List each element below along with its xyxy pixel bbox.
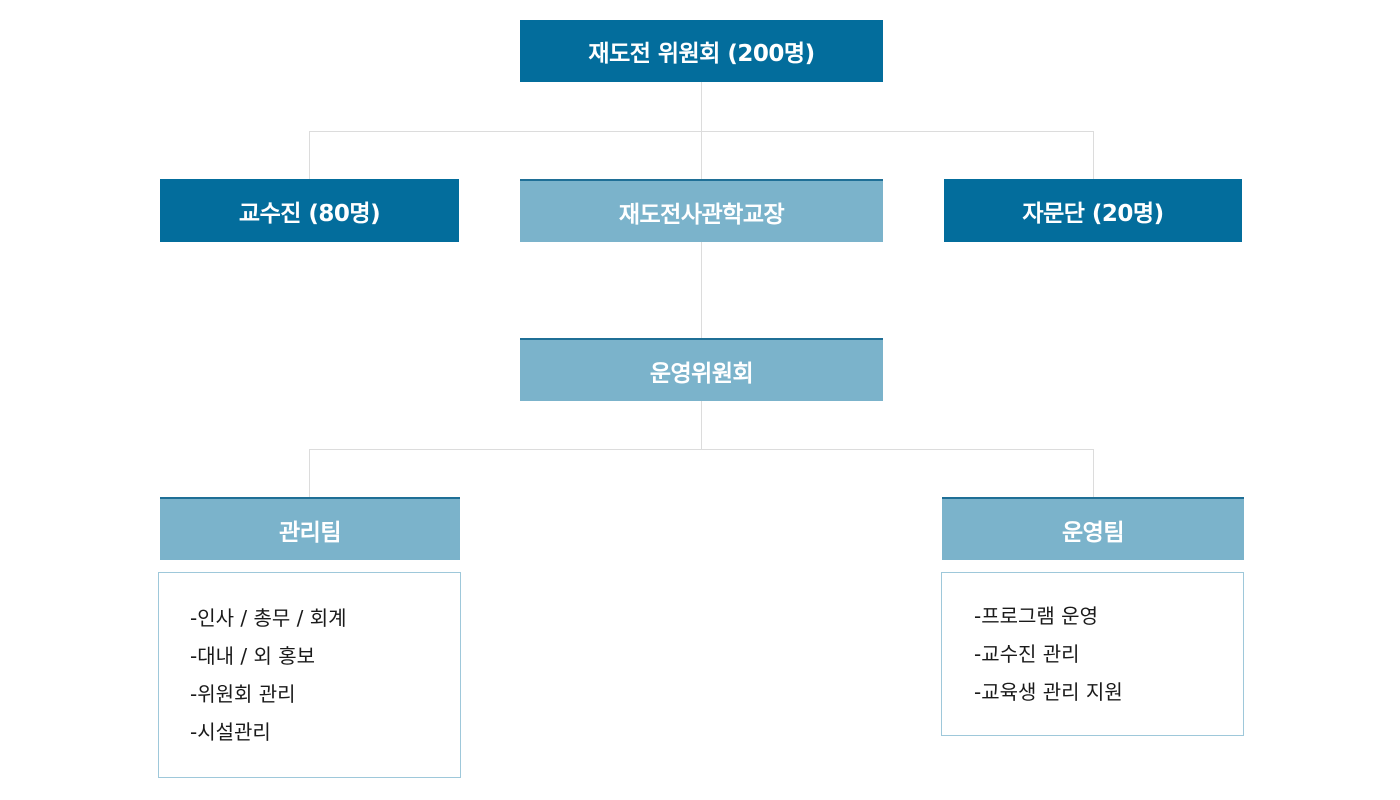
operations-duties-box: -프로그램 운영 -교수진 관리 -교육생 관리 지원 xyxy=(941,572,1244,736)
connector-mgmt-drop xyxy=(309,449,310,497)
root-committee-box: 재도전 위원회 (200명) xyxy=(520,20,883,82)
connector-root-down xyxy=(701,82,702,179)
management-duty-item: -위원회 관리 xyxy=(190,682,296,706)
connector-bottom-horizontal xyxy=(309,449,1094,450)
advisory-box: 자문단 (20명) xyxy=(944,179,1242,242)
management-duty-item: -시설관리 xyxy=(190,720,271,744)
management-duties-list: -인사 / 총무 / 회계 -대내 / 외 홍보 -위원회 관리 -시설관리 xyxy=(159,573,460,751)
operations-duty-item: -교육생 관리 지원 xyxy=(974,680,1123,704)
operations-duty-item: -프로그램 운영 xyxy=(974,604,1098,628)
operations-duty-item: -교수진 관리 xyxy=(974,642,1080,666)
management-duties-box: -인사 / 총무 / 회계 -대내 / 외 홍보 -위원회 관리 -시설관리 xyxy=(158,572,461,778)
connector-ops-drop xyxy=(1093,449,1094,497)
connector-faculty-drop xyxy=(309,131,310,179)
connector-steering-down xyxy=(701,401,702,449)
operations-duties-list: -프로그램 운영 -교수진 관리 -교육생 관리 지원 xyxy=(942,573,1243,711)
faculty-box: 교수진 (80명) xyxy=(160,179,459,242)
operations-team-box: 운영팀 xyxy=(942,497,1244,560)
connector-top-horizontal xyxy=(309,131,1094,132)
connector-principal-down xyxy=(701,242,702,338)
steering-committee-box: 운영위원회 xyxy=(520,338,883,401)
principal-box: 재도전사관학교장 xyxy=(520,179,883,242)
management-duty-item: -대내 / 외 홍보 xyxy=(190,644,316,668)
management-team-box: 관리팀 xyxy=(160,497,460,560)
connector-advisory-drop xyxy=(1093,131,1094,179)
management-duty-item: -인사 / 총무 / 회계 xyxy=(190,606,347,630)
